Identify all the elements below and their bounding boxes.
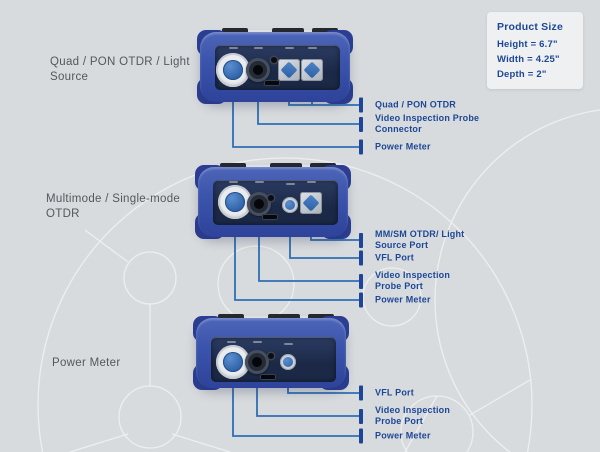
small-jack-port bbox=[268, 195, 274, 201]
device-quad-pon-otdr bbox=[197, 28, 353, 104]
usb-port bbox=[264, 80, 280, 86]
callout-tick bbox=[359, 385, 363, 401]
panel-marking bbox=[285, 47, 294, 49]
usb-port bbox=[260, 374, 276, 380]
callout-label: Power Meter bbox=[375, 141, 431, 152]
otdr-light-source-port bbox=[300, 192, 322, 214]
power-meter-port bbox=[216, 345, 250, 379]
connector-panel bbox=[215, 45, 340, 90]
panel-marking bbox=[255, 181, 264, 183]
connector-panel bbox=[211, 337, 336, 382]
product-size-depth: Depth = 2" bbox=[497, 69, 547, 80]
callout-tick bbox=[359, 116, 363, 132]
connector-panel bbox=[213, 180, 338, 225]
panel-marking bbox=[253, 341, 262, 343]
power-meter-port bbox=[218, 185, 252, 219]
callout-tick bbox=[359, 139, 363, 155]
callout-vfl-port-1: VFL Port bbox=[359, 250, 414, 266]
power-meter-port bbox=[216, 53, 250, 87]
callout-tick bbox=[359, 250, 363, 266]
callout-video-probe-connector: Video Inspection Probe Connector bbox=[359, 113, 503, 135]
callout-label: VFL Port bbox=[375, 387, 414, 398]
video-inspection-probe-port bbox=[247, 192, 271, 216]
callout-tick bbox=[359, 408, 363, 424]
panel-marking bbox=[307, 181, 316, 183]
product-size-height: Height = 6.7" bbox=[497, 39, 558, 50]
callout-label: Video Inspection Probe Port bbox=[375, 405, 451, 426]
callout-tick bbox=[359, 97, 363, 113]
callout-tick bbox=[359, 232, 363, 248]
panel-marking bbox=[227, 341, 236, 343]
panel-marking bbox=[254, 47, 263, 49]
device-mm-sm-otdr bbox=[195, 163, 351, 239]
quad-pon-otdr-port-1 bbox=[278, 59, 300, 81]
callout-power-meter-1: Power Meter bbox=[359, 139, 431, 155]
panel-marking bbox=[229, 181, 238, 183]
panel-marking bbox=[308, 47, 317, 49]
callout-label: Power Meter bbox=[375, 294, 431, 305]
product-size-title: Product Size bbox=[497, 21, 563, 33]
product-size-box: Product Size Height = 6.7" Width = 4.25"… bbox=[487, 12, 583, 89]
callout-power-meter-3: Power Meter bbox=[359, 428, 431, 444]
callout-label: VFL Port bbox=[375, 252, 414, 263]
callout-label: MM/SM OTDR/ Light Source Port bbox=[375, 229, 465, 250]
callout-tick bbox=[359, 428, 363, 444]
product-size-width: Width = 4.25" bbox=[497, 54, 560, 65]
callout-label: Power Meter bbox=[375, 430, 431, 441]
panel-marking bbox=[229, 47, 238, 49]
callout-mmsm-otdr-light-source: MM/SM OTDR/ Light Source Port bbox=[359, 229, 470, 251]
panel-marking bbox=[284, 343, 293, 345]
callout-video-probe-port-1: Video Inspection Probe Port bbox=[359, 270, 470, 292]
callout-label: Video Inspection Probe Connector bbox=[375, 113, 480, 134]
device-3-title: Power Meter bbox=[52, 357, 121, 369]
device-2-title: Multimode / Single-mode OTDR bbox=[46, 193, 181, 220]
small-jack-port bbox=[268, 353, 274, 359]
callout-vfl-port-2: VFL Port bbox=[359, 385, 414, 401]
callout-quad-pon-otdr: Quad / PON OTDR bbox=[359, 97, 457, 113]
quad-pon-otdr-port-2 bbox=[301, 59, 323, 81]
video-inspection-probe-port bbox=[245, 350, 269, 374]
panel-marking bbox=[286, 183, 295, 185]
device-1-title: Quad / PON OTDR / Light Source bbox=[50, 56, 190, 83]
callout-video-probe-port-2: Video Inspection Probe Port bbox=[359, 405, 470, 427]
device-power-meter bbox=[193, 314, 349, 390]
vfl-port bbox=[280, 354, 296, 370]
callout-label: Quad / PON OTDR bbox=[375, 99, 457, 110]
callout-power-meter-2: Power Meter bbox=[359, 292, 431, 308]
video-inspection-probe-port bbox=[246, 58, 270, 82]
callout-label: Video Inspection Probe Port bbox=[375, 270, 451, 291]
vfl-port bbox=[282, 197, 298, 213]
callout-tick bbox=[359, 292, 363, 308]
small-jack-port bbox=[271, 57, 277, 63]
usb-port bbox=[262, 214, 278, 220]
callout-tick bbox=[359, 273, 363, 289]
